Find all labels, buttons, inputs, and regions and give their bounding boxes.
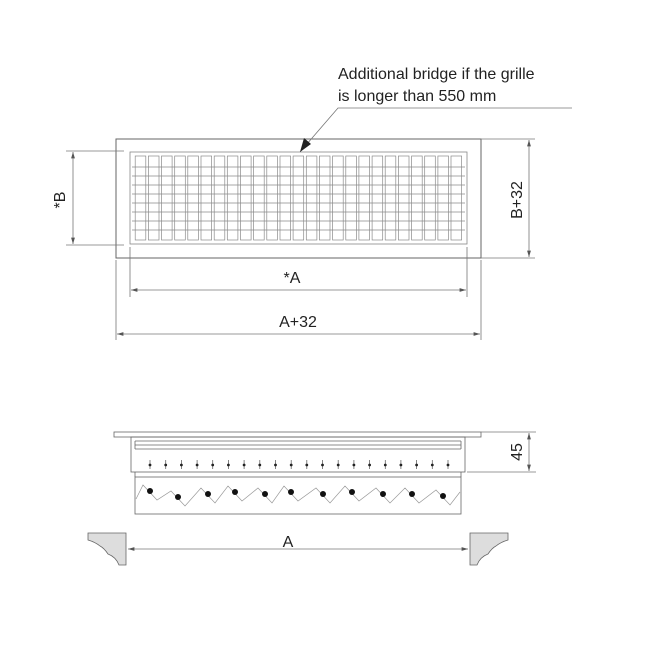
grille-blade [266,155,278,241]
blade-pin-dot [415,463,418,467]
label-outer-height: B+32 [509,181,526,219]
grille-blade [279,155,291,241]
grille-blade [371,155,384,241]
label-inner-height: *B [52,192,69,209]
blade-pin-dot [148,463,152,467]
grille-blade [213,155,226,241]
blade-pin-dot [227,463,230,467]
outer-frame [115,138,482,259]
dim-inner-height [66,150,124,246]
blade-pin-dot [430,463,434,467]
grille-blade [200,155,212,241]
grille-blade [319,155,331,241]
blade-pin-dot [446,463,450,467]
grille-blade [345,155,357,241]
grille-blade [437,155,449,241]
damper-pivot [440,493,446,499]
top-view [115,138,482,259]
side-details [135,460,461,507]
grille-blade [187,155,199,241]
blade-pin-dot [195,463,199,467]
blade-pin-dot [352,463,356,467]
blade-pin-dot [164,463,168,467]
dim-inner-width [129,247,468,297]
blade-pin-dot [258,463,262,467]
blade-pin-dot [321,463,324,467]
label-depth: 45 [509,443,526,461]
side-body [130,436,466,473]
blade-pin-dot [399,463,403,467]
label-inner-width: *A [284,270,301,287]
blade-pin-dot [336,463,340,467]
grille-blade [450,155,462,241]
blade-pin-dot [211,463,215,467]
label-outer-width: A+32 [279,314,317,331]
label-opening-width: A [283,534,294,551]
side-flange [113,431,482,438]
dim-outer-width [115,260,482,340]
damper-pivot [175,494,181,500]
wall-profile-right [469,532,509,566]
damper-pivot [288,489,294,495]
grille-blade [161,155,173,241]
blade-pin-dot [383,463,387,467]
grille-blade [424,155,436,241]
annotation-leader [299,107,572,153]
grille-blade [398,155,410,241]
side-view [113,431,482,515]
grille-blade [411,155,423,241]
damper-pivot [205,491,211,497]
grille-blade [292,155,305,241]
damper-pivot [232,489,238,495]
dim-outer-height [481,138,535,259]
wall-profile-left [87,532,127,566]
grille-blade [384,155,397,241]
damper-pivot [320,491,326,497]
dim-depth [467,431,536,473]
grille-blade [174,155,186,241]
annotation-line-1: Additional bridge if the grille [338,66,535,83]
side-damper [134,476,462,515]
grille-blade [240,155,252,241]
damper-pivot [380,491,386,497]
grille-blade [358,155,370,241]
blade-pin-dot [242,463,246,467]
annotation-line-2: is longer than 550 mm [338,88,496,105]
grille-blade [332,155,344,241]
damper-pivot [262,491,268,497]
grille-blades [132,155,465,241]
grille-blade [226,155,239,241]
blade-pin-dot [368,463,371,467]
blade-pin-dot [305,463,309,467]
grille-blade [305,155,318,241]
blade-pin-dot [180,463,183,467]
damper-pivot [349,489,355,495]
damper-pivot [409,491,415,497]
grille-blade [134,155,147,241]
grille-blade [148,155,160,241]
blade-pin-dot [289,463,293,467]
blade-pin-dot [274,463,277,467]
inner-frame [129,151,468,245]
grille-blade [253,155,265,241]
damper-pivot [147,488,153,494]
